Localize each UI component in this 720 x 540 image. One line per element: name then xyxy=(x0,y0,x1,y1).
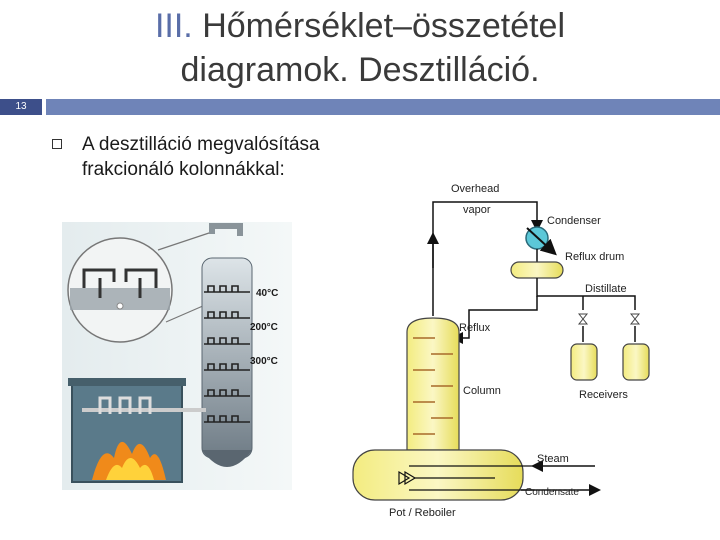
valve-icon xyxy=(577,313,589,325)
reflux-drum xyxy=(510,261,564,279)
bullet-square-icon xyxy=(52,139,62,149)
overhead-vapor-label: Overhead xyxy=(451,183,499,195)
distillation-column xyxy=(406,317,460,451)
receiver-vessel xyxy=(622,343,650,381)
steam-label: Steam xyxy=(537,453,569,465)
valve-icon xyxy=(629,313,641,325)
temp-label: 40°C xyxy=(256,288,278,299)
reflux-drum-label: Reflux drum xyxy=(565,251,624,263)
condenser-label: Condenser xyxy=(547,215,601,227)
title-roman-numeral: III. xyxy=(154,7,193,45)
reflux-line xyxy=(451,296,538,344)
slide-header-bar: 13 xyxy=(0,99,720,115)
bullet-text: A desztilláció megvalósítása frakcionáló… xyxy=(82,134,320,180)
receivers-label: Receivers xyxy=(579,389,628,401)
magnified-tray-detail xyxy=(67,231,213,343)
slide-number: 13 xyxy=(0,99,42,115)
slide-title-line-1: III. Hőmérséklet–összetétel xyxy=(0,6,720,46)
temp-label: 200°C xyxy=(250,322,278,333)
overhead-vapor-line xyxy=(432,201,543,316)
title-text: Hőmérséklet–összetétel xyxy=(192,7,566,45)
receiver-vessel xyxy=(570,343,598,381)
distillate-line xyxy=(536,278,636,310)
temp-label: 300°C xyxy=(250,356,278,367)
pot-reboiler-label: Pot / Reboiler xyxy=(389,507,456,519)
distillation-schematic: Overhead vapor Condenser Reflux drum Dis… xyxy=(352,183,650,519)
slide-title-line-2: diagramok. Desztilláció. xyxy=(180,51,540,89)
condenser xyxy=(525,226,557,262)
header-rule xyxy=(46,99,720,115)
heater-furnace xyxy=(68,378,206,483)
pot-reboiler xyxy=(352,449,535,501)
fractionating-column xyxy=(201,223,253,467)
column-label: Column xyxy=(463,385,501,397)
distillate-label: Distillate xyxy=(585,283,627,295)
fractionating-column-illustration: 40°C 200°C 300°C xyxy=(62,222,292,490)
condensate-label: Condensate xyxy=(525,487,579,498)
overhead-vapor-label-line2: vapor xyxy=(463,204,491,216)
reflux-label: Reflux xyxy=(459,322,491,334)
